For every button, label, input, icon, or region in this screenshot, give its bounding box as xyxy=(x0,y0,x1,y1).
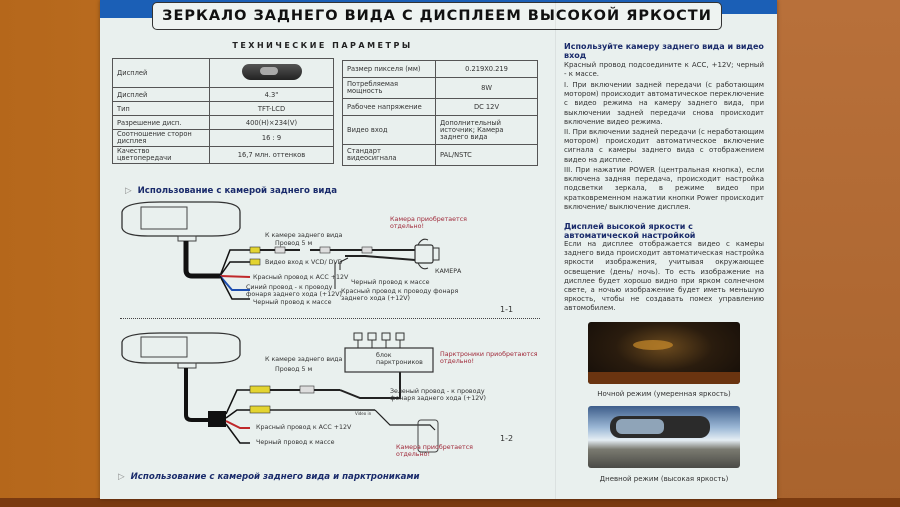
spec-value: 16,7 млн. оттенков xyxy=(209,146,334,164)
mirror-in-photo xyxy=(610,416,710,438)
label-to-camera-2: К камере заднего вида xyxy=(265,356,343,363)
right-para-4: III. При нажатии POWER (центральная кноп… xyxy=(564,166,764,211)
text-line: отдельно! xyxy=(396,451,430,458)
text-line: блок xyxy=(376,352,392,359)
label-video-in: Видео вход к VCD/ DVD xyxy=(265,259,343,266)
section-divider xyxy=(120,318,540,319)
headlight-glow xyxy=(633,340,673,350)
text-line: парктроников xyxy=(376,359,423,366)
right-para-2: I. При включении задней передачи (с рабо… xyxy=(564,81,764,126)
spec-value: Дополнительный источник; Камера заднего … xyxy=(435,115,538,145)
mirror-2-drawing xyxy=(121,332,439,453)
table-edge xyxy=(0,498,900,507)
caption-day: Дневной режим (высокая яркость) xyxy=(599,475,729,483)
triangle-bullet-icon: ▷ xyxy=(125,186,132,196)
title-box: ЗЕРКАЛО ЗАДНЕГО ВИДА С ДИСПЛЕЕМ ВЫСОКОЙ … xyxy=(152,2,722,30)
triangle-bullet-icon: ▷ xyxy=(118,472,125,482)
label-cam-black: Черный провод к массе xyxy=(351,279,430,286)
right-para-5: Если на дисплее отображается видео с кам… xyxy=(564,240,764,313)
right-heading-1: Используйте камеру заднего вида и видео … xyxy=(564,42,764,60)
road xyxy=(588,372,740,384)
table-row: Размер пикселя (мм)0.219X0.219 xyxy=(342,60,538,78)
specs-title: ТЕХНИЧЕСКИЕ ПАРАМЕТРЫ xyxy=(232,41,413,50)
text-line: Зеленый провод - к проводу xyxy=(390,388,485,395)
heading-text: Использование с камерой заднего вида xyxy=(137,186,338,196)
label-red-wire: Красный провод к АСС +12V xyxy=(253,274,349,281)
night-mode-photo xyxy=(588,322,740,384)
label-wire-length: Провод 5 м xyxy=(275,240,313,247)
text-line: фонаря заднего хода (+12V) xyxy=(246,291,343,298)
mirror-1-drawing xyxy=(121,201,440,300)
page-title: ЗЕРКАЛО ЗАДНЕГО ВИДА С ДИСПЛЕЕМ ВЫСОКОЙ … xyxy=(162,8,712,24)
mirror-icon xyxy=(241,64,302,80)
day-mode-photo xyxy=(588,406,740,468)
text-line: отдельно! xyxy=(440,358,474,365)
text-line: отдельно! xyxy=(390,223,424,230)
specs-table-right: Размер пикселя (мм)0.219X0.219 Потребляе… xyxy=(342,60,538,166)
label-video-in-small: Video in xyxy=(355,411,372,416)
text-line: Синий провод - к проводу xyxy=(246,284,333,291)
text-line: заднего хода (+12V) xyxy=(341,295,411,302)
text-line: Красный провод к проводу фонаря xyxy=(341,288,459,295)
heading-text: Использование с камерой заднего вида и п… xyxy=(130,472,420,482)
text-line: фонаря заднего хода (+12V) xyxy=(390,395,487,402)
mirror-display xyxy=(616,419,664,434)
wiring-diagrams: 1-1 1-2 xyxy=(121,201,513,453)
label-wire-length-2: Провод 5 м xyxy=(275,366,313,373)
caption-night: Ночной режим (умеренная яркость) xyxy=(597,390,731,398)
diagram1-heading: ▷ Использование с камерой заднего вида xyxy=(125,186,337,196)
right-para-3: II. При включении задней передачи (с нер… xyxy=(564,128,765,164)
right-para-1: Красный провод подсоедините к АСС, +12V;… xyxy=(564,61,764,79)
fig-1-1-label: 1-1 xyxy=(500,305,513,314)
spec-value: PAL/NSTC xyxy=(435,144,538,166)
label-black-wire-2: Черный провод к массе xyxy=(256,439,335,446)
text-line: Камера приобретается xyxy=(396,444,473,451)
instruction-leaflet: ЗЕРКАЛО ЗАДНЕГО ВИДА С ДИСПЛЕЕМ ВЫСОКОЙ … xyxy=(100,0,777,499)
blue-header-accent xyxy=(100,14,160,18)
fig-1-2-label: 1-2 xyxy=(500,434,513,443)
wooden-table-background xyxy=(777,0,900,507)
spec-key: Потребляемая мощность xyxy=(342,77,436,99)
label-red-wire-2: Красный провод к АСС +12V xyxy=(256,424,352,431)
text-line: Парктроники приобретаются xyxy=(440,351,538,358)
diagram2-heading: ▷ Использование с камерой заднего вида и … xyxy=(118,472,420,482)
camera-label: КАМЕРА xyxy=(435,268,462,275)
spec-key: Дисплей xyxy=(112,58,210,88)
text-line: Камера приобретается xyxy=(390,216,467,223)
right-heading-2: Дисплей высокой яркости с автоматической… xyxy=(564,222,696,240)
label-black-wire: Черный провод к массе xyxy=(253,299,332,306)
label-to-camera: К камере заднего вида xyxy=(265,232,343,239)
